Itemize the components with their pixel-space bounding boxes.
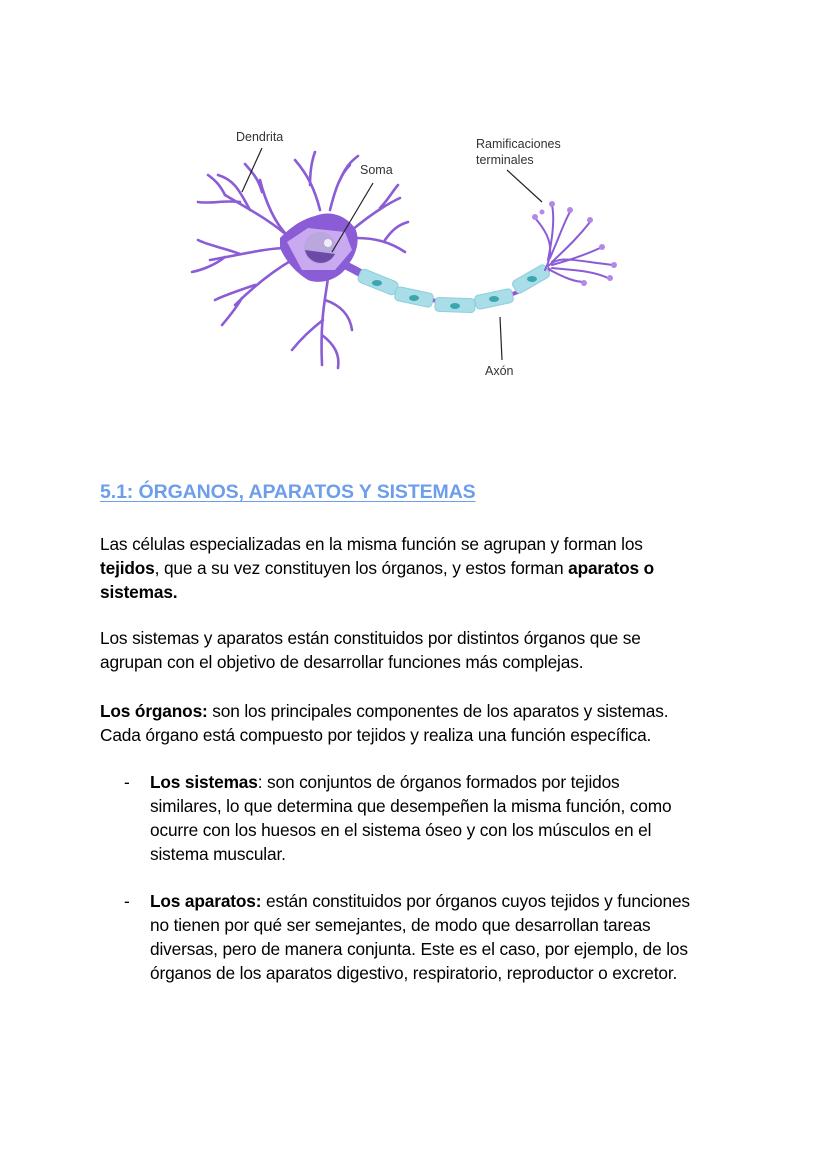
b1-line1-text: : son conjuntos de órganos formados por …: [257, 772, 620, 792]
label-soma: Soma: [360, 163, 393, 177]
label-ramificaciones-terminales: Ramificaciones terminales: [476, 136, 561, 168]
list-item-text: Los sistemas: son conjuntos de órganos f…: [150, 770, 750, 866]
term-los-aparatos: Los aparatos:: [150, 891, 262, 911]
b2-line4: órganos de los aparatos digestivo, respi…: [150, 963, 678, 983]
list-item-text: Los aparatos: están constituidos por órg…: [150, 889, 750, 985]
p3-line2: Cada órgano está compuesto por tejidos y…: [100, 725, 652, 745]
b1-line4: sistema muscular.: [150, 844, 286, 864]
label-dendrita: Dendrita: [236, 130, 284, 144]
label-ramificaciones-line1: Ramificaciones: [476, 137, 561, 151]
term-sistemas: sistemas.: [100, 582, 178, 602]
p3-line1-text: son los principales componentes de los a…: [207, 701, 669, 721]
paragraph-sistemas-aparatos: Los sistemas y aparatos están constituid…: [100, 626, 740, 674]
term-aparatos-o: aparatos o: [568, 558, 655, 578]
b2-line3: diversas, pero de manera conjunta. Este …: [150, 939, 688, 959]
term-los-sistemas: Los sistemas: [150, 772, 258, 792]
p1-line3: sistemas.: [100, 580, 740, 604]
b2-line1-text: están constituidos por órganos cuyos tej…: [261, 891, 690, 911]
neuron-illustration: [190, 147, 617, 370]
p2-line1: Los sistemas y aparatos están constituid…: [100, 628, 641, 648]
term-tejidos: tejidos: [100, 558, 155, 578]
label-ramificaciones-line2: terminales: [476, 153, 534, 167]
p1-line2-text: , que a su vez constituyen los órganos, …: [154, 558, 569, 578]
p3-line1: Los órganos: son los principales compone…: [100, 699, 740, 723]
b2-line1: Los aparatos: están constituidos por órg…: [150, 889, 750, 913]
label-leader-lines: [241, 147, 543, 361]
b2-line2: no tienen por qué ser semejantes, de mod…: [150, 915, 651, 935]
b1-line3: ocurre con los huesos en el sistema óseo…: [150, 820, 652, 840]
p1-line1: Las células especializadas en la misma f…: [100, 534, 643, 554]
dendrites: [190, 150, 410, 370]
bullet-dash: -: [124, 891, 130, 911]
term-los-organos: Los órganos:: [100, 701, 208, 721]
neuron-diagram: Dendrita Soma Ramificaciones terminales …: [180, 120, 630, 390]
b1-line2: similares, lo que determina que desempeñ…: [150, 796, 672, 816]
label-axon: Axón: [485, 364, 514, 378]
paragraph-tejidos: Las células especializadas en la misma f…: [100, 532, 740, 604]
section-heading: 5.1: ÓRGANOS, APARATOS Y SISTEMAS: [100, 481, 476, 503]
paragraph-organos: Los órganos: son los principales compone…: [100, 699, 740, 747]
p2-line2: agrupan con el objetivo de desarrollar f…: [100, 652, 584, 672]
bullet-dash: -: [124, 772, 130, 792]
p1-line2: tejidos, que a su vez constituyen los ór…: [100, 556, 740, 580]
b1-line1: Los sistemas: son conjuntos de órganos f…: [150, 770, 750, 794]
